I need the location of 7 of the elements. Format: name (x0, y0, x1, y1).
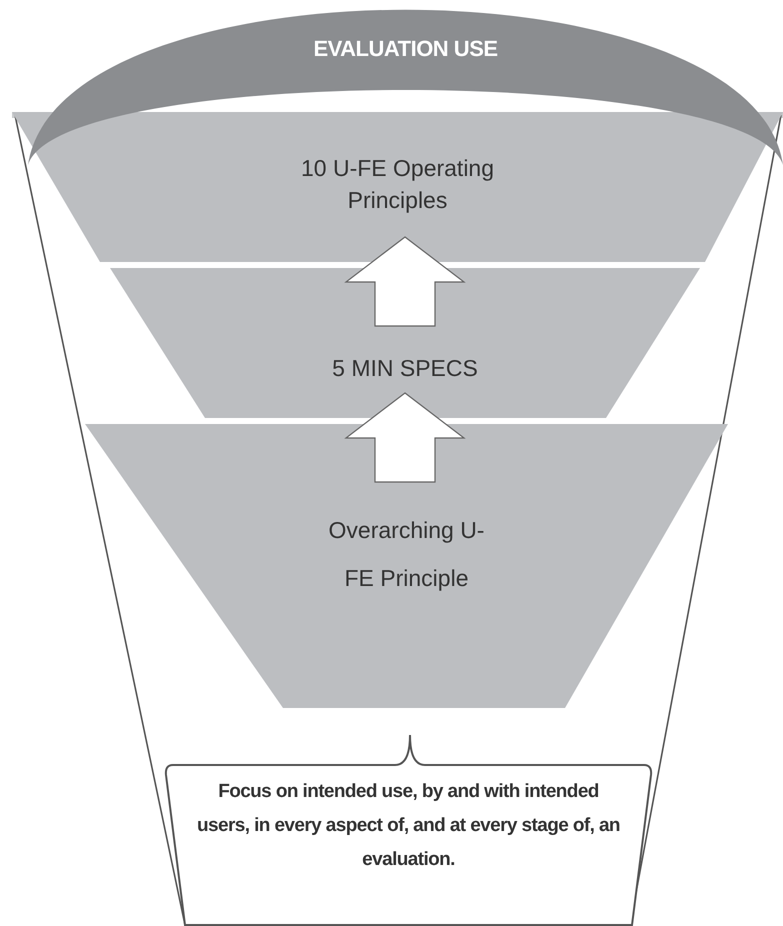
node-label: Focus on intended use, by and with intended users, in every aspect of, and at every stage of, an evaluation. (196, 780, 621, 872)
node-label: 5 MIN SPECS (331, 354, 479, 383)
node-label: Overarching U-FE Principle (328, 516, 486, 593)
node-label: 10 U-FE Operating Principles (300, 154, 496, 215)
block-arrow (344, 392, 466, 483)
node-label: EVALUATION USE (312, 35, 499, 63)
block-arrow (344, 236, 466, 327)
